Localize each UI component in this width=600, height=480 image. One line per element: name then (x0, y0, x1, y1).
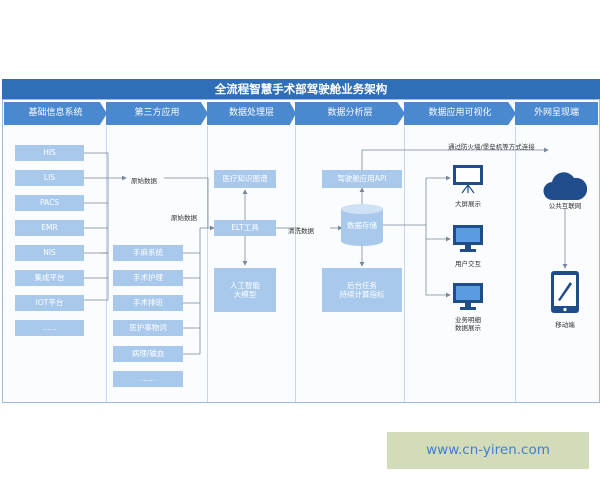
processing-box-elt-tool: ELT工具 (214, 220, 276, 236)
third-party-box-more: ...... (113, 371, 183, 387)
third-party-box-staff-affairs: 医护事物词 (113, 320, 183, 336)
desktop-computer-icon (453, 225, 483, 252)
processing-box-knowledge-graph: 医疗知识图谱 (214, 170, 276, 188)
label-big-screen: 大屏展示 (455, 200, 481, 208)
label-raw-data: 原始数据 (131, 177, 157, 185)
analysis-storage-label: 数据存储 (347, 221, 377, 230)
watermark: www.cn-yiren.com (387, 432, 589, 469)
column-header-external: 外网呈现端 (515, 102, 598, 125)
mobile-phone-icon (551, 271, 579, 313)
system-box-nis: NIS (15, 245, 84, 261)
column-separator (295, 126, 296, 402)
big-screen-icon (453, 165, 483, 194)
column-separator (404, 126, 405, 402)
column-header-basic-systems: 基础信息系统 (4, 102, 107, 125)
system-box-pacs: PACS (15, 195, 84, 211)
system-box-lis: LIS (15, 170, 84, 186)
database-icon (341, 204, 383, 246)
system-box-more: ...... (15, 320, 84, 336)
label-firewall-connection: 通过防火墙/堡垒机等方式连接 (448, 143, 535, 151)
system-box-iot-platform: IOT平台 (15, 295, 84, 311)
processing-box-ai-model: 人工智能 大模型 (214, 268, 276, 312)
label-detail-display: 业务明细 数据展示 (455, 316, 481, 333)
page-title: 全流程智慧手术部驾驶舱业务架构 (2, 79, 600, 99)
analysis-box-cockpit-api: 驾驶舱应用API (322, 170, 402, 188)
cloud-icon (543, 172, 587, 201)
label-cleaned-data: 清洗数据 (288, 227, 314, 235)
column-separator (515, 126, 516, 402)
label-user-interaction: 用户交互 (455, 260, 481, 268)
column-header-third-party: 第三方应用 (106, 102, 208, 125)
third-party-box-scheduling: 手术排班 (113, 295, 183, 311)
column-header-analysis: 数据分析层 (295, 102, 405, 125)
column-header-processing: 数据处理层 (207, 102, 296, 125)
system-box-integration-platform: 集成平台 (15, 270, 84, 286)
label-raw-data: 原始数据 (171, 214, 197, 222)
third-party-box-pathology-transfusion: 病理/输血 (113, 346, 183, 362)
desktop-computer-icon (453, 283, 483, 310)
system-box-emr: EMR (15, 220, 84, 236)
system-box-his: HIS (15, 145, 84, 161)
column-separator (106, 126, 107, 402)
column-separator (207, 126, 208, 402)
analysis-box-backend-tasks: 后台任务 持续计算指标 (322, 268, 402, 312)
third-party-box-nursing: 手术护理 (113, 270, 183, 286)
third-party-box-anesthesia: 手麻系统 (113, 245, 183, 261)
label-public-internet: 公共互联网 (548, 202, 582, 210)
column-header-visualization: 数据应用可视化 (404, 102, 516, 125)
label-mobile: 移动端 (555, 321, 575, 329)
